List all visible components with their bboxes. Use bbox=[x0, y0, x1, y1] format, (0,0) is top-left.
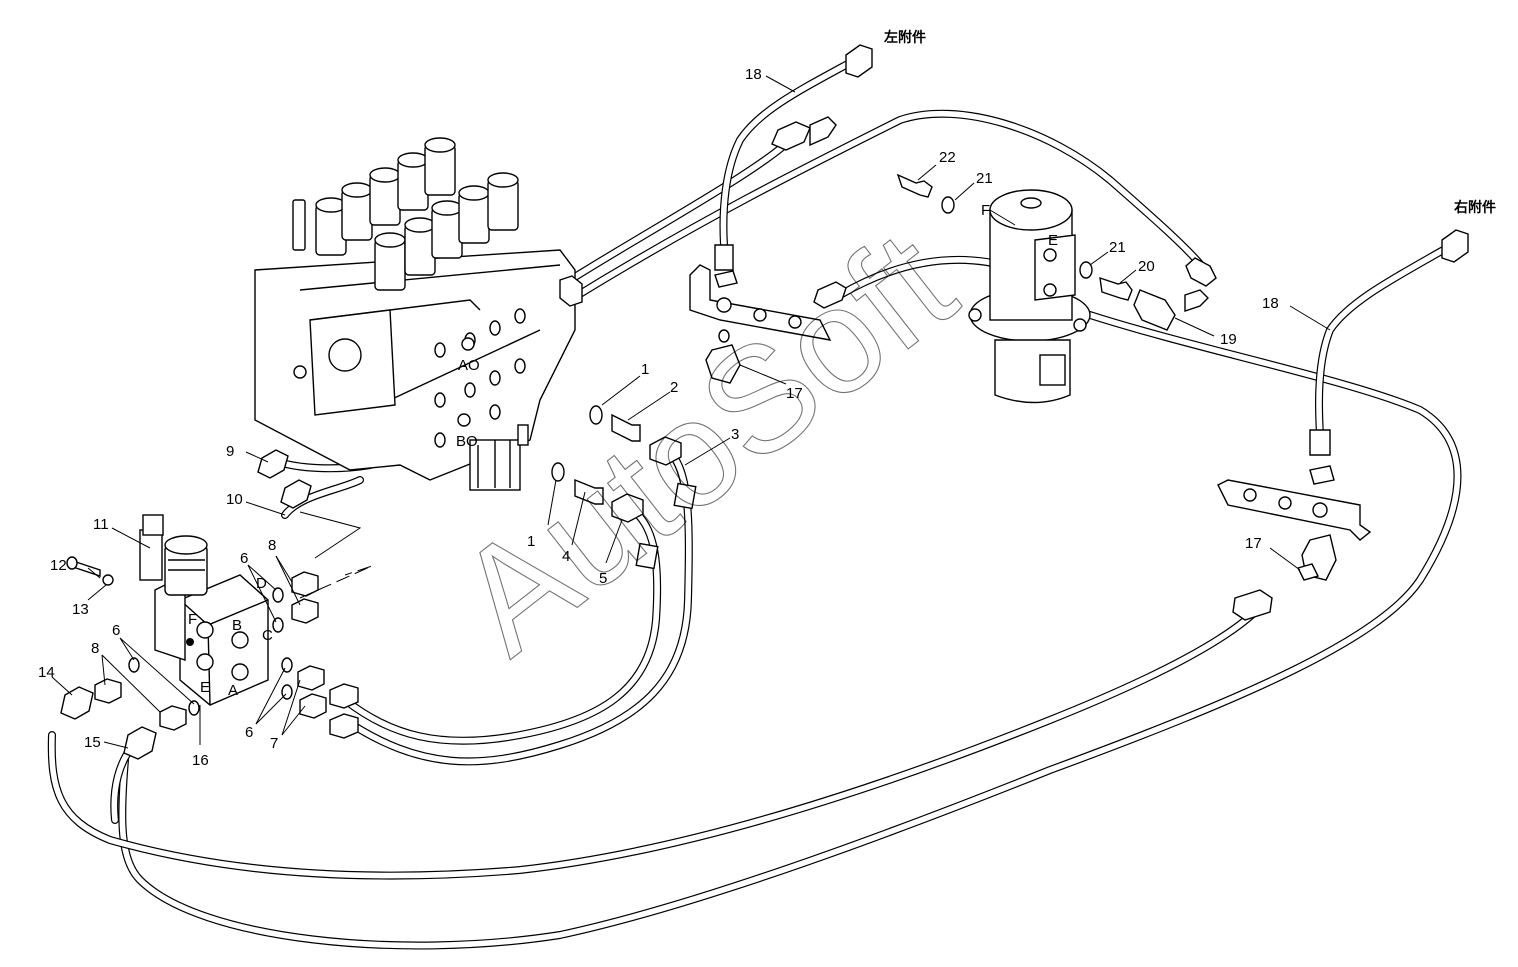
swivel-fittings bbox=[771, 116, 1217, 331]
note-left-attachment: 左附件 bbox=[883, 29, 926, 46]
manifold-block-16: F E B A C D bbox=[154, 573, 273, 706]
swivel-port-label-f: F bbox=[981, 202, 990, 219]
callout-18b: 18 bbox=[1262, 295, 1279, 312]
callout-9: 9 bbox=[226, 443, 234, 460]
callout-14: 14 bbox=[38, 664, 55, 681]
callout-18a: 18 bbox=[745, 66, 762, 83]
callout-11: 11 bbox=[93, 516, 109, 533]
bracket-left bbox=[689, 244, 832, 384]
block-port-label-f: F bbox=[188, 611, 197, 628]
callout-5: 5 bbox=[599, 570, 607, 587]
callout-8a: 8 bbox=[268, 537, 276, 554]
bracket-right bbox=[1217, 429, 1372, 621]
callout-16: 16 bbox=[192, 752, 209, 769]
block-port-label-c: C bbox=[262, 627, 273, 644]
block-port-label-a: A bbox=[228, 682, 238, 699]
valve-port-holes bbox=[434, 308, 526, 448]
callout-21a: 21 bbox=[976, 170, 993, 187]
port-label-bo: BO bbox=[456, 433, 478, 450]
solenoid-coils bbox=[292, 137, 519, 291]
callout-6a: 6 bbox=[240, 550, 248, 567]
callout-21b: 21 bbox=[1109, 239, 1126, 256]
note-right-attachment: 右附件 bbox=[1453, 199, 1496, 216]
callout-6b: 6 bbox=[112, 622, 120, 639]
block-port-label-e: E bbox=[200, 679, 210, 696]
port-label-ao: AO bbox=[458, 357, 480, 374]
callout-12: 12 bbox=[50, 557, 67, 574]
callout-20: 20 bbox=[1138, 258, 1155, 275]
control-valve-assembly: AO BO bbox=[254, 137, 697, 570]
swivel-port-label-e: E bbox=[1048, 232, 1058, 249]
callout-10: 10 bbox=[226, 491, 243, 508]
hose-lines bbox=[47, 56, 1462, 950]
callout-6c: 6 bbox=[245, 724, 253, 741]
block-port-label-d: D bbox=[256, 575, 267, 592]
block-port-label-b: B bbox=[232, 617, 242, 634]
callout-17a: 17 bbox=[786, 385, 803, 402]
callout-1a: 1 bbox=[641, 361, 649, 378]
hose-18-left-fitting bbox=[845, 44, 873, 78]
hose-18-right-fitting bbox=[1441, 229, 1469, 263]
callout-1b: 1 bbox=[527, 533, 535, 550]
callout-22: 22 bbox=[939, 149, 956, 166]
callout-19: 19 bbox=[1220, 331, 1237, 348]
callout-numbers: 1 1 2 3 4 5 6 6 6 7 8 8 9 10 11 12 13 14… bbox=[38, 66, 1279, 769]
leader-lines bbox=[51, 75, 1331, 749]
callout-8b: 8 bbox=[91, 640, 99, 657]
callout-15: 15 bbox=[84, 734, 101, 751]
block-fittings bbox=[60, 449, 359, 760]
callout-4: 4 bbox=[562, 548, 570, 565]
callout-17b: 17 bbox=[1245, 535, 1262, 552]
callout-2: 2 bbox=[670, 379, 678, 396]
callout-3: 3 bbox=[731, 426, 739, 443]
solenoid-11 bbox=[139, 514, 208, 596]
center-swivel-joint: F E bbox=[968, 189, 1091, 404]
callout-7: 7 bbox=[270, 735, 278, 752]
callout-13: 13 bbox=[72, 601, 89, 618]
washer-13 bbox=[102, 574, 114, 586]
